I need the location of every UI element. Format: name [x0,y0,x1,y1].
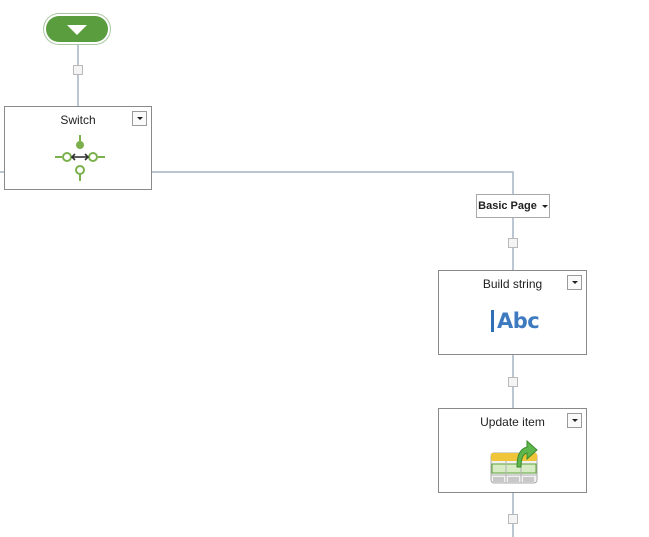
build-string-action-menu-button[interactable] [567,275,582,290]
update-item-action-menu-button[interactable] [567,413,582,428]
chevron-down-icon [541,204,548,208]
insert-action-point[interactable] [508,377,518,387]
switch-icon [55,135,105,181]
build-string-action[interactable]: Build string Abc [438,270,587,355]
workflow-start-button[interactable] [46,16,108,42]
insert-action-point[interactable] [508,514,518,524]
insert-action-point[interactable] [508,238,518,248]
table-update-arrow-icon [490,439,538,484]
abc-icon-text: Abc [497,309,540,333]
switch-action-menu-button[interactable] [132,111,147,126]
build-string-action-title: Build string [482,277,543,291]
branch-label-text: Basic Page [478,200,537,212]
update-item-action[interactable]: Update item [438,408,587,493]
text-cursor-icon: Abc [491,309,540,333]
update-item-action-title: Update item [480,415,545,429]
switch-action-title: Switch [60,113,96,127]
connector-switch-to-branch [152,171,514,195]
switch-action[interactable]: Switch [4,106,152,190]
branch-basic-page-dropdown[interactable]: Basic Page [476,194,550,218]
insert-action-point[interactable] [73,65,83,75]
triangle-down-icon [67,25,87,35]
